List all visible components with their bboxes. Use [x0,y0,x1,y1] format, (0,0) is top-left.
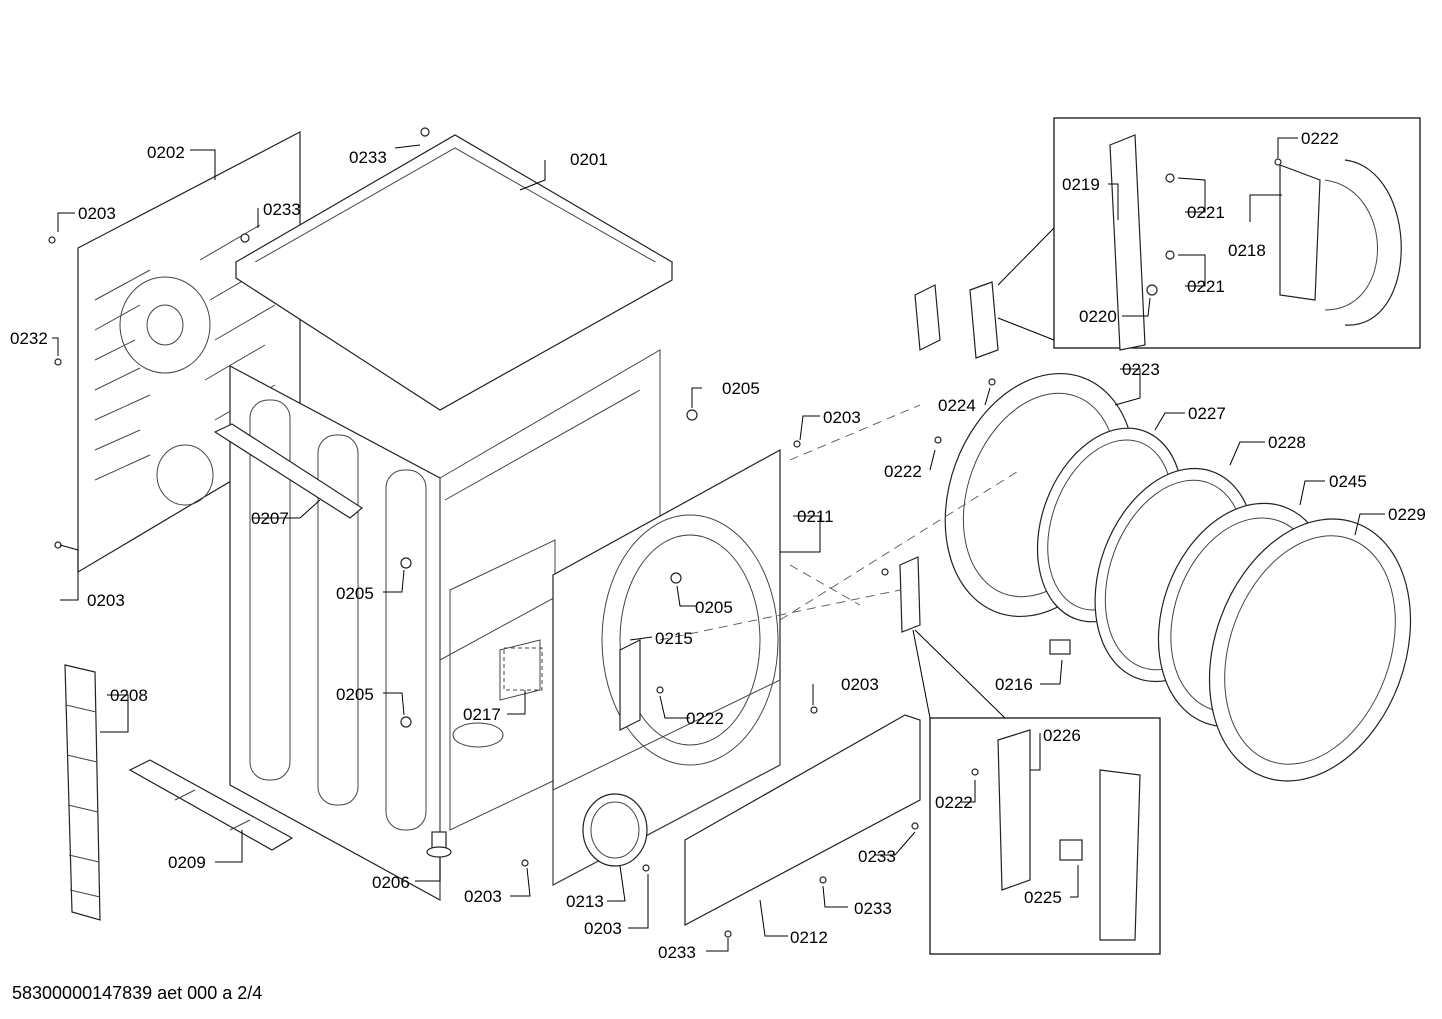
part-labels: 0202 0201 0233 0233 0203 0232 0203 0205 … [10,129,1426,962]
label-0233-e: 0233 [658,943,696,962]
label-0203-c: 0203 [823,408,861,427]
door-hinge-parts [899,281,1071,655]
label-0205-d: 0205 [336,685,374,704]
label-0222-a: 0222 [686,709,724,728]
hinge-0215 [619,639,641,731]
label-0209: 0209 [168,853,206,872]
label-0211: 0211 [797,507,834,526]
label-0222-c: 0222 [1301,129,1339,148]
label-0224: 0224 [938,396,976,415]
assembly-dashed-lines [659,404,1021,641]
document-code: 58300000147839 aet 000 a 2/4 [12,983,262,1003]
label-0208: 0208 [110,686,148,705]
label-0225: 0225 [1024,888,1062,907]
label-0203-a: 0203 [78,204,116,223]
label-0212: 0212 [790,928,828,947]
label-0215: 0215 [655,629,693,648]
label-0227: 0227 [1188,404,1226,423]
front-panel-0211 [552,448,781,886]
label-0228: 0228 [1268,433,1306,452]
label-0207: 0207 [251,509,289,528]
detail-box-top [997,117,1421,351]
label-0232: 0232 [10,329,48,348]
kick-plate-0212 [684,714,921,926]
label-0202: 0202 [147,143,185,162]
label-0218: 0218 [1228,241,1266,260]
label-0233-c: 0233 [858,847,896,866]
label-0205-a: 0205 [722,379,760,398]
label-0213: 0213 [566,892,604,911]
label-0223: 0223 [1122,360,1160,379]
label-0203-d: 0203 [841,675,879,694]
label-0233-d: 0233 [854,899,892,918]
bottom-bracket-0209 [128,759,294,851]
top-cover-0201 [234,134,674,411]
rail-0207 [213,423,364,519]
leader-lines [52,137,1385,952]
label-0216: 0216 [995,675,1033,694]
label-0226: 0226 [1043,726,1081,745]
label-0233-b: 0233 [263,200,301,219]
label-0206: 0206 [372,873,410,892]
label-0229: 0229 [1388,505,1426,524]
label-0222-d: 0222 [935,793,973,812]
knob-0213 [582,793,648,867]
label-0203-e: 0203 [464,887,502,906]
label-0205-b: 0205 [336,584,374,603]
label-0245: 0245 [1329,472,1367,491]
label-0219: 0219 [1062,175,1100,194]
detail-box-bottom [912,629,1161,955]
side-strip-0208 [64,664,101,921]
label-0205-c: 0205 [695,598,733,617]
label-0233-a: 0233 [349,148,387,167]
foot-0206 [426,831,452,858]
label-0201: 0201 [570,150,608,169]
label-0221-a: 0221 [1187,203,1225,222]
label-0203-b: 0203 [87,591,125,610]
label-0217: 0217 [463,705,501,724]
screws [48,127,996,938]
label-0222-b: 0222 [884,462,922,481]
label-0220: 0220 [1079,307,1117,326]
label-0221-b: 0221 [1187,277,1225,296]
cabinet-body [229,349,661,902]
door-rings [944,372,1412,782]
label-0203-f: 0203 [584,919,622,938]
